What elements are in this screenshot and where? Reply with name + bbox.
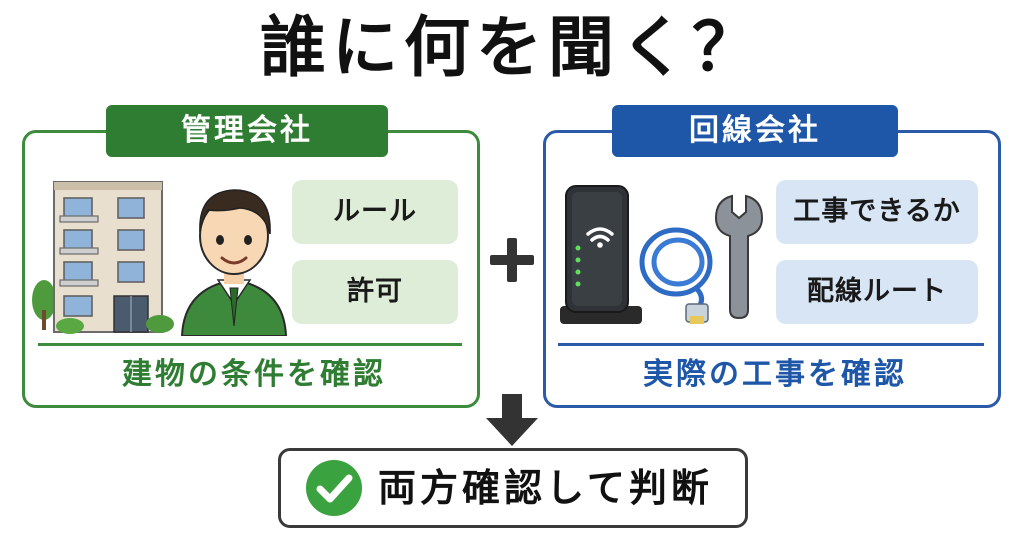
cable-icon (639, 227, 713, 324)
result-text: 両方確認して判断 (378, 466, 713, 510)
permission-pill: 許可 (292, 260, 458, 324)
right-divider (558, 343, 984, 346)
management-company-footer: 建物の条件を確認 (122, 357, 386, 392)
management-company-header: 管理会社 (106, 105, 388, 157)
wrench-icon (714, 194, 764, 320)
line-company-footer: 実際の工事を確認 (643, 357, 907, 392)
person-icon (180, 189, 288, 336)
router-icon (560, 185, 642, 324)
wiring-route-pill: 配線ルート (776, 260, 978, 324)
left-divider (38, 343, 462, 346)
building-icon (32, 181, 174, 334)
line-company-header: 回線会社 (612, 105, 898, 157)
page-title: 誰に何を聞く？ (260, 9, 764, 86)
plus-icon (486, 234, 538, 286)
can-install-pill: 工事できるか (776, 180, 978, 244)
check-icon (306, 460, 362, 516)
rules-pill: ルール (292, 180, 458, 244)
arrow-down-icon (486, 394, 538, 446)
